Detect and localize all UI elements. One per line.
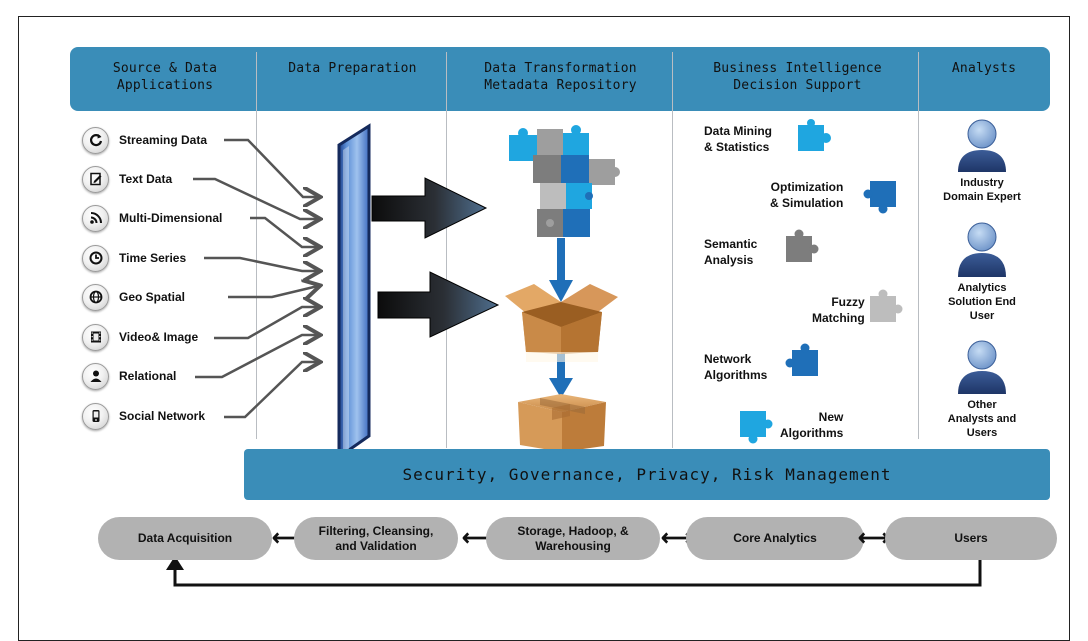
- large-flow-arrow: [371, 177, 488, 239]
- open-box-icon: [505, 284, 618, 362]
- source-item-geo-spatial: Geo Spatial: [82, 283, 185, 311]
- rss-feed-icon: [82, 204, 109, 232]
- clock-icon: [82, 244, 109, 272]
- film-icon: [82, 323, 109, 351]
- source-label: Relational: [119, 369, 177, 383]
- column-header-bar: [70, 47, 1050, 111]
- bi-label-new-algorithms: New Algorithms: [780, 410, 844, 440]
- analyst-label-industry-expert: Industry Domain Expert: [943, 177, 1021, 203]
- refresh-icon: [82, 126, 109, 154]
- source-connector-lines: [193, 138, 318, 419]
- down-arrow: [549, 352, 573, 398]
- source-label: Time Series: [119, 251, 187, 265]
- pipeline-step-filtering: Filtering, Cleansing, and Validation: [294, 517, 458, 560]
- document-edit-icon: [82, 165, 109, 193]
- closed-box-icon: [518, 394, 606, 452]
- puzzle-icon: [863, 181, 896, 214]
- column-divider: [918, 52, 919, 439]
- column-title-data-preparation: Data Preparation: [288, 61, 417, 76]
- security-bar-label: Security, Governance, Privacy, Risk Mana…: [402, 465, 892, 484]
- pipeline-step-data-acquisition: Data Acquisition: [98, 517, 272, 560]
- bi-label-fuzzy-matching: Fuzzy Matching: [812, 295, 865, 325]
- column-title-business-intelligence: Business Intelligence Decision Support: [713, 61, 882, 93]
- puzzle-icon: [786, 229, 819, 262]
- large-flow-arrow: [377, 271, 500, 338]
- source-item-relational: Relational: [82, 362, 176, 390]
- feedback-loop-arrow: [166, 556, 982, 587]
- analyst-label-solution-end-user: Analytics Solution End User: [948, 282, 1016, 322]
- puzzle-icon: [740, 411, 773, 444]
- person-icon: [958, 119, 1006, 172]
- column-title-data-transformation: Data Transformation Metadata Repository: [484, 61, 637, 93]
- pipeline-step-core-analytics: Core Analytics: [686, 517, 864, 560]
- source-item-multi-dimensional: Multi-Dimensional: [82, 204, 222, 232]
- bidirectional-arrow: ⟷: [462, 525, 494, 550]
- source-label: Streaming Data: [119, 133, 208, 147]
- down-arrow: [549, 238, 573, 302]
- person-icon: [82, 362, 109, 390]
- source-label: Multi-Dimensional: [119, 211, 223, 225]
- security-governance-bar: Security, Governance, Privacy, Risk Mana…: [244, 449, 1050, 500]
- globe-icon: [82, 283, 109, 311]
- column-title-sources: Source & Data Applications: [112, 61, 218, 93]
- source-item-video-image: Video& Image: [82, 323, 198, 351]
- pipeline-step-users: Users: [885, 517, 1057, 560]
- column-divider: [446, 52, 447, 448]
- puzzle-icon: [798, 119, 831, 151]
- person-icon: [958, 222, 1006, 277]
- bi-label-data-mining: Data Mining & Statistics: [704, 124, 772, 154]
- data-preparation-panel: [337, 123, 371, 460]
- bidirectional-arrow: ⟷: [858, 525, 890, 550]
- puzzle-icon: [785, 343, 818, 376]
- bi-label-network-algorithms: Network Algorithms: [704, 352, 768, 382]
- column-title-analysts: Analysts: [951, 61, 1017, 76]
- source-item-social-network: Social Network: [82, 402, 205, 430]
- source-label: Video& Image: [119, 330, 199, 344]
- column-divider: [256, 52, 257, 439]
- source-label: Social Network: [119, 409, 206, 423]
- person-icon: [958, 340, 1006, 394]
- mobile-phone-icon: [82, 402, 109, 430]
- puzzle-pieces-cluster: [509, 125, 620, 237]
- source-item-time-series: Time Series: [82, 244, 186, 272]
- analyst-label-other-users: Other Analysts and Users: [947, 399, 1017, 439]
- pipeline-step-storage: Storage, Hadoop, & Warehousing: [486, 517, 660, 560]
- source-label: Text Data: [119, 172, 173, 186]
- source-item-text-data: Text Data: [82, 165, 172, 193]
- source-item-streaming-data: Streaming Data: [82, 126, 207, 154]
- source-label: Geo Spatial: [119, 290, 186, 304]
- bi-label-optimization: Optimization & Simulation: [770, 180, 844, 210]
- bidirectional-arrow: ⟷: [661, 525, 693, 550]
- bi-label-semantic-analysis: Semantic Analysis: [704, 237, 758, 267]
- puzzle-icon: [870, 289, 903, 322]
- column-divider: [672, 52, 673, 448]
